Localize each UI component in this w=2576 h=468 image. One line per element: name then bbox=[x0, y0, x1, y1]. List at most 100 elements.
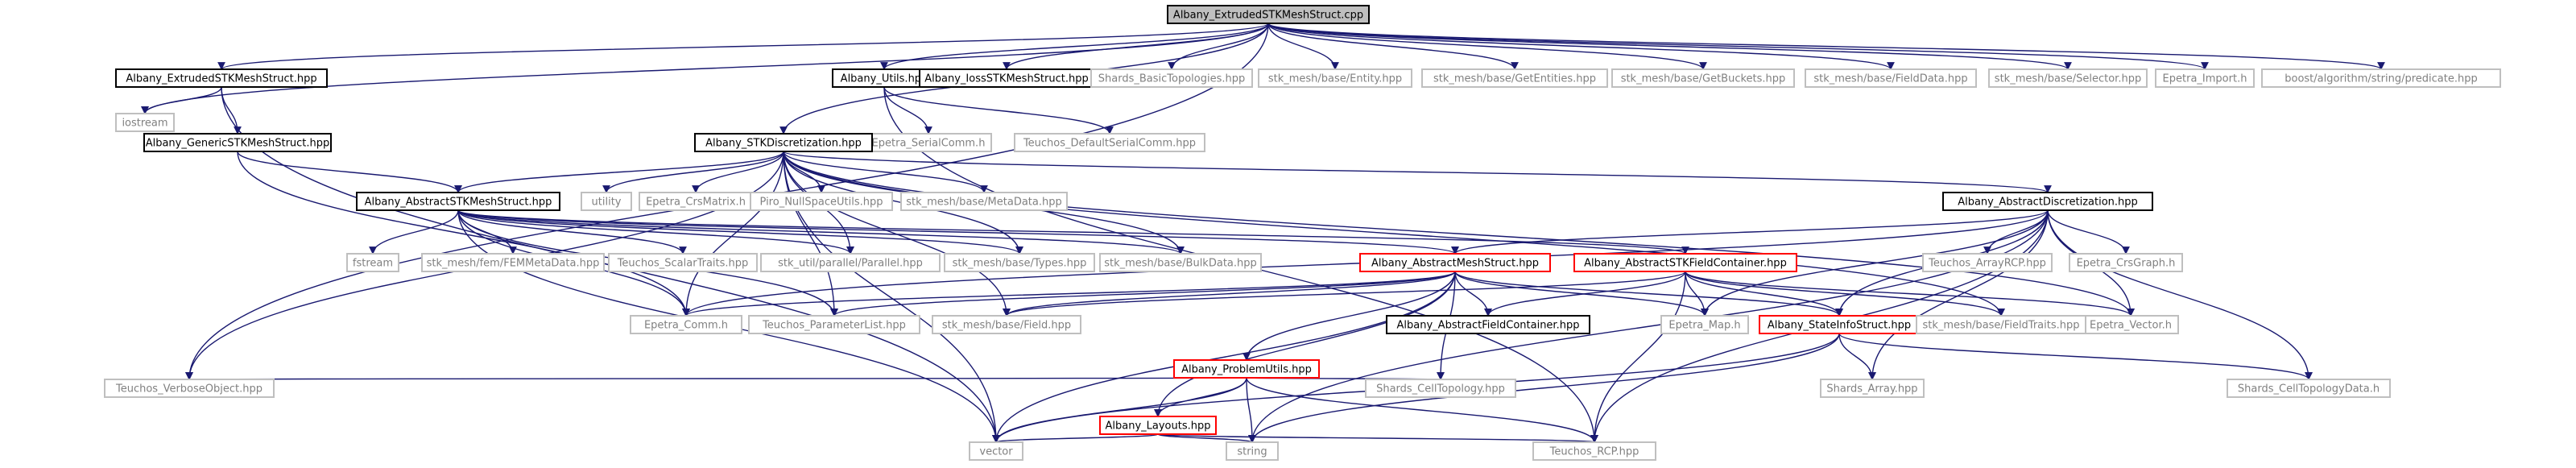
edge-root-to-ext_hpp bbox=[217, 23, 1269, 70]
node-label-shards_basic: Shards_BasicTopologies.hpp bbox=[1098, 73, 1245, 85]
node-epetra_import: Epetra_Import.h bbox=[2155, 68, 2255, 88]
node-label-abs_stk_field: Albany_AbstractSTKFieldContainer.hpp bbox=[1584, 258, 1787, 270]
edge-root-to-shards_basic bbox=[1168, 23, 1269, 70]
edge-abs_stk_mesh-to-fstream bbox=[369, 209, 459, 255]
edge-abs_stk_field-to-state_info bbox=[1685, 271, 1843, 317]
node-teuchos_arrayrcp: Teuchos_ArrayRCP.hpp bbox=[1922, 253, 2053, 272]
node-fstream: fstream bbox=[346, 253, 399, 272]
node-label-stk_parallel: stk_util/parallel/Parallel.hpp bbox=[778, 258, 923, 270]
edge-abs_mesh-to-stk_field bbox=[1003, 271, 1456, 317]
edge-abs_mesh-to-state_info bbox=[1454, 271, 1843, 317]
node-box-stk_types bbox=[944, 253, 1095, 272]
node-label-epetra_crsmatrix: Epetra_CrsMatrix.h bbox=[646, 197, 746, 209]
edge-root-to-stk_getentities bbox=[1267, 23, 1519, 70]
node-label-abs_field_container: Albany_AbstractFieldContainer.hpp bbox=[1397, 320, 1580, 332]
edge-root-to-utils bbox=[880, 23, 1269, 70]
edge-abs_disc-to-abs_mesh bbox=[1451, 209, 2049, 255]
node-layouts[interactable]: Albany_Layouts.hpp bbox=[1099, 416, 1217, 435]
node-box-abs_mesh bbox=[1359, 253, 1551, 272]
node-label-epetra_comm: Epetra_Comm.h bbox=[644, 320, 728, 332]
edge-abs_mesh-to-layouts bbox=[1154, 271, 1456, 417]
node-piro_null: Piro_NullSpaceUtils.hpp bbox=[750, 192, 893, 211]
node-label-stk_fielddata: stk_mesh/base/FieldData.hpp bbox=[1813, 73, 1967, 85]
node-stk_fielddata: stk_mesh/base/FieldData.hpp bbox=[1805, 68, 1977, 88]
node-stk_entity: stk_mesh/base/Entity.hpp bbox=[1258, 68, 1412, 88]
edge-layouts-to-string bbox=[1157, 433, 1256, 443]
node-epetra_crsgraph: Epetra_CrsGraph.h bbox=[2069, 253, 2183, 272]
node-label-stk_field: stk_mesh/base/Field.hpp bbox=[942, 320, 1071, 332]
node-generic[interactable]: Albany_GenericSTKMeshStruct.hpp bbox=[143, 133, 332, 152]
edge-root-to-iostream bbox=[141, 23, 1269, 114]
edge-abs_disc-to-epetra_map bbox=[1701, 209, 2049, 317]
edge-root-to-stk_selector bbox=[1267, 23, 2072, 70]
node-label-stk_bulkdata: stk_mesh/base/BulkData.hpp bbox=[1104, 258, 1257, 270]
node-box-epetra_comm bbox=[630, 315, 742, 334]
node-box-teuchos_defserial bbox=[1014, 133, 1205, 152]
node-abs_stk_field[interactable]: Albany_AbstractSTKFieldContainer.hpp bbox=[1573, 253, 1797, 272]
node-box-vector bbox=[969, 441, 1023, 461]
node-teuchos_verbose: Teuchos_VerboseObject.hpp bbox=[104, 379, 275, 398]
node-stk_getbuckets: stk_mesh/base/GetBuckets.hpp bbox=[1611, 68, 1795, 88]
node-label-teuchos_paramlist: Teuchos_ParameterList.hpp bbox=[762, 320, 906, 332]
node-box-epetra_import bbox=[2155, 68, 2255, 88]
node-root[interactable]: Albany_ExtrudedSTKMeshStruct.cpp bbox=[1167, 5, 1370, 24]
edge-generic-to-epetra_comm bbox=[237, 151, 690, 317]
edge-problem_utils-to-teuchos_rcp bbox=[1246, 377, 1598, 443]
node-stk_parallel: stk_util/parallel/Parallel.hpp bbox=[760, 253, 941, 272]
node-label-stk_entity: stk_mesh/base/Entity.hpp bbox=[1268, 73, 1402, 85]
node-box-stk_parallel bbox=[760, 253, 941, 272]
node-label-teuchos_scalar: Teuchos_ScalarTraits.hpp bbox=[617, 258, 749, 270]
node-label-epetra_vector: Epetra_Vector.h bbox=[2090, 320, 2172, 332]
edge-stkdisc-to-teuchos_paramlist bbox=[783, 151, 838, 317]
node-label-stk_metadata: stk_mesh/base/MetaData.hpp bbox=[906, 197, 1062, 209]
edge-abs_mesh-to-vector bbox=[992, 271, 1456, 443]
node-epetra_vector: Epetra_Vector.h bbox=[2082, 315, 2179, 334]
node-shards_celltopodata: Shards_CellTopologyData.h bbox=[2227, 379, 2391, 398]
node-stk_fieldtraits: stk_mesh/base/FieldTraits.hpp bbox=[1916, 315, 2086, 334]
edge-stkdisc-to-stk_field bbox=[783, 151, 1011, 317]
node-box-stk_fieldtraits bbox=[1916, 315, 2086, 334]
node-abs_disc[interactable]: Albany_AbstractDiscretization.hpp bbox=[1942, 192, 2153, 211]
edge-abs_stk_field-to-abs_field_container bbox=[1484, 271, 1686, 317]
node-boost_pred: boost/algorithm/string/predicate.hpp bbox=[2261, 68, 2501, 88]
node-label-stk_getbuckets: stk_mesh/base/GetBuckets.hpp bbox=[1621, 73, 1786, 85]
node-abs_mesh[interactable]: Albany_AbstractMeshStruct.hpp bbox=[1359, 253, 1551, 272]
node-box-stk_field bbox=[932, 315, 1081, 334]
node-box-fstream bbox=[346, 253, 399, 272]
edge-stkdisc-to-abs_disc bbox=[783, 151, 2052, 193]
node-utility: utility bbox=[581, 192, 632, 211]
node-abs_field_container[interactable]: Albany_AbstractFieldContainer.hpp bbox=[1386, 315, 1590, 334]
node-label-ioss: Albany_IossSTKMeshStruct.hpp bbox=[924, 73, 1089, 85]
edge-abs_disc-to-shards_celltopodata bbox=[2047, 209, 2313, 380]
edge-root-to-stk_getbuckets bbox=[1267, 23, 1707, 70]
node-problem_utils[interactable]: Albany_ProblemUtils.hpp bbox=[1173, 359, 1320, 379]
node-label-state_info: Albany_StateInfoStruct.hpp bbox=[1768, 320, 1911, 332]
node-abs_stk_mesh[interactable]: Albany_AbstractSTKMeshStruct.hpp bbox=[356, 192, 560, 211]
node-label-iostream: iostream bbox=[122, 118, 167, 130]
edge-abs_stk_field-to-stk_field bbox=[1003, 271, 1686, 317]
node-iostream: iostream bbox=[115, 113, 175, 132]
node-box-teuchos_arrayrcp bbox=[1922, 253, 2053, 272]
node-stk_types: stk_mesh/base/Types.hpp bbox=[944, 253, 1095, 272]
edge-abs_stk_mesh-to-abs_mesh bbox=[457, 209, 1459, 255]
edge-utils-to-epetra_serialcomm bbox=[883, 86, 932, 135]
node-ext_hpp[interactable]: Albany_ExtrudedSTKMeshStruct.hpp bbox=[115, 68, 328, 88]
node-stkdisc[interactable]: Albany_STKDiscretization.hpp bbox=[694, 133, 873, 152]
node-label-teuchos_arrayrcp: Teuchos_ArrayRCP.hpp bbox=[1928, 258, 2046, 270]
node-teuchos_scalar: Teuchos_ScalarTraits.hpp bbox=[608, 253, 758, 272]
node-box-stk_getbuckets bbox=[1611, 68, 1795, 88]
node-label-teuchos_rcp: Teuchos_RCP.hpp bbox=[1549, 446, 1639, 458]
edge-problem_utils-to-teuchos_verbose bbox=[188, 371, 1247, 380]
node-stk_bulkdata: stk_mesh/base/BulkData.hpp bbox=[1099, 253, 1262, 272]
node-stk_metadata: stk_mesh/base/MetaData.hpp bbox=[900, 192, 1068, 211]
node-state_info[interactable]: Albany_StateInfoStruct.hpp bbox=[1759, 315, 1920, 334]
node-ioss[interactable]: Albany_IossSTKMeshStruct.hpp bbox=[919, 68, 1094, 88]
node-label-abs_disc: Albany_AbstractDiscretization.hpp bbox=[1958, 197, 2138, 209]
node-stk_getentities: stk_mesh/base/GetEntities.hpp bbox=[1421, 68, 1608, 88]
node-label-epetra_crsgraph: Epetra_CrsGraph.h bbox=[2077, 258, 2176, 270]
edge-stkdisc-to-stk_metadata bbox=[783, 151, 988, 193]
node-box-ext_hpp bbox=[115, 68, 328, 88]
node-label-stk_fieldtraits: stk_mesh/base/FieldTraits.hpp bbox=[1922, 320, 2079, 332]
node-box-epetra_map bbox=[1660, 315, 1749, 334]
node-label-teuchos_verbose: Teuchos_VerboseObject.hpp bbox=[115, 383, 263, 396]
